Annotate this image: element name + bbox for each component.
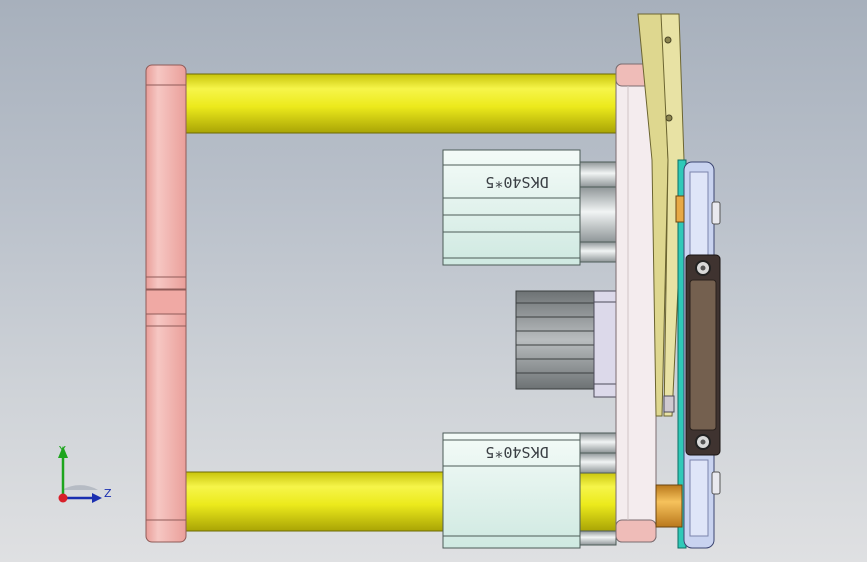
- guide-rod-top[interactable]: [183, 73, 617, 134]
- y-axis-label: Y: [58, 444, 66, 457]
- coordinate-triad: Y Z: [58, 444, 112, 503]
- pneumatic-cylinder-bottom[interactable]: DKS40*5: [442, 432, 617, 549]
- x-axis-dot: [58, 493, 68, 503]
- left-end-plate[interactable]: [145, 64, 187, 543]
- middle-mounting-plate[interactable]: [615, 63, 657, 543]
- tilted-bracket[interactable]: [637, 13, 685, 417]
- z-axis-label: Z: [104, 487, 112, 500]
- slide-handle[interactable]: [685, 254, 721, 456]
- servo-motor[interactable]: [515, 290, 617, 398]
- pneumatic-cylinder-top[interactable]: DKS40*5: [442, 149, 617, 266]
- shaft-coupling[interactable]: [655, 484, 683, 528]
- cylinder-model-label-bottom: DKS40*5: [485, 443, 548, 461]
- cylinder-model-label-top: DKS40*5: [485, 173, 548, 191]
- spacer-top[interactable]: [675, 195, 685, 223]
